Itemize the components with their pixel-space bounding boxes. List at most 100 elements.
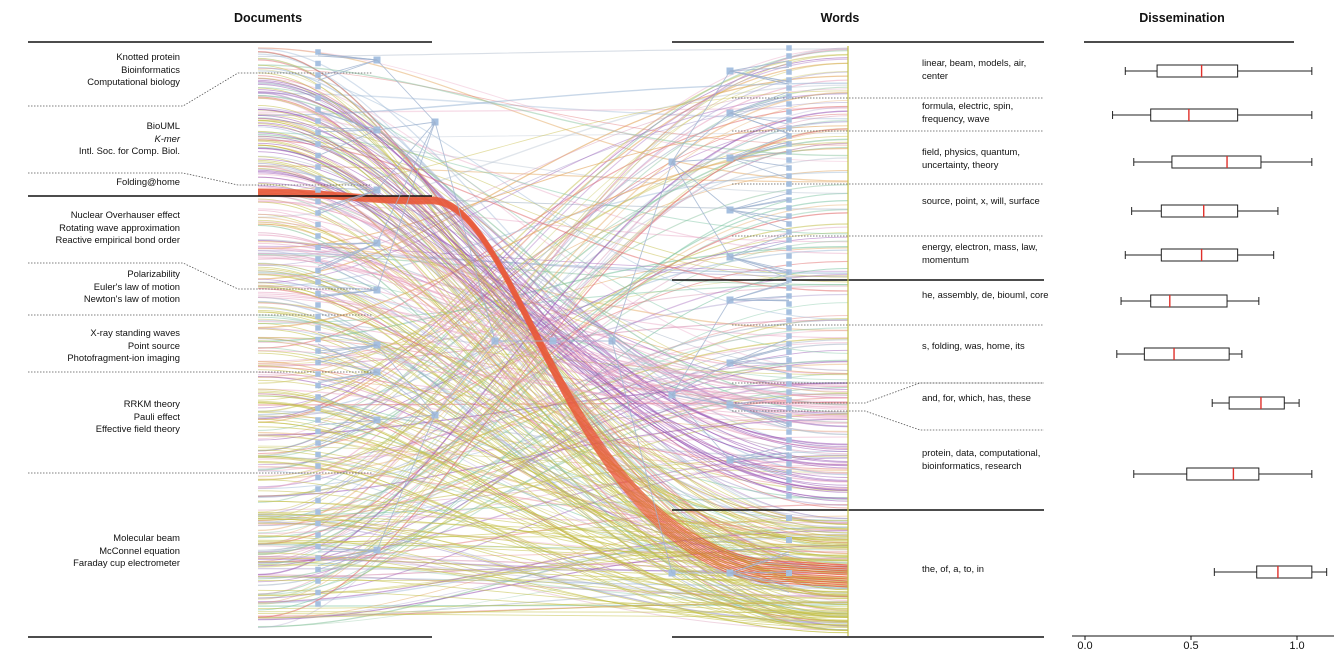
cluster-node bbox=[786, 261, 792, 267]
doc-label: Nuclear Overhauser effect bbox=[70, 209, 180, 220]
cluster-node bbox=[786, 389, 792, 395]
tree-edge bbox=[729, 571, 790, 574]
flow-curve bbox=[257, 360, 849, 466]
tree-edge bbox=[729, 70, 790, 83]
cluster-node bbox=[315, 336, 321, 343]
cluster-node bbox=[786, 365, 792, 371]
flow-curve bbox=[257, 519, 849, 544]
tree-edge bbox=[729, 209, 790, 219]
flow-curve bbox=[257, 552, 849, 622]
tree-edge bbox=[317, 419, 378, 450]
flow-curve bbox=[257, 109, 849, 452]
cluster-node bbox=[786, 165, 792, 171]
tree-edge bbox=[317, 344, 378, 364]
group-divider bbox=[732, 382, 1044, 404]
flow-curve bbox=[257, 547, 849, 597]
tree-edge bbox=[317, 55, 378, 61]
doc-label: Knotted protein bbox=[116, 51, 180, 62]
cluster-node bbox=[315, 72, 321, 78]
iqr-box bbox=[1143, 347, 1230, 361]
doc-label: Pauli effect bbox=[133, 410, 180, 422]
flow-curve bbox=[257, 411, 849, 593]
boxplot bbox=[1116, 347, 1243, 361]
cluster-node bbox=[786, 173, 792, 179]
doc-label: Newton's law of motion bbox=[83, 293, 180, 305]
cluster-node bbox=[786, 45, 792, 51]
flow-curve bbox=[257, 268, 849, 564]
flow-curve bbox=[257, 539, 849, 556]
tree-edge bbox=[317, 59, 378, 77]
tree-edge bbox=[317, 289, 378, 296]
cluster-node bbox=[786, 349, 792, 355]
tree-edge bbox=[729, 572, 790, 585]
tree-edge bbox=[611, 161, 673, 342]
cluster-node bbox=[786, 325, 792, 331]
tree-edge bbox=[671, 70, 731, 163]
cluster-node bbox=[786, 277, 792, 283]
cluster-node bbox=[315, 164, 321, 170]
tree-edge bbox=[671, 394, 731, 461]
flow-curve bbox=[257, 81, 849, 502]
tree-edge bbox=[671, 157, 731, 163]
tree-edge bbox=[729, 232, 790, 258]
doc-group-8: Molecular beam McConnel equation Faraday… bbox=[0, 532, 180, 570]
flow-curve bbox=[257, 263, 849, 542]
cluster-node bbox=[786, 293, 792, 299]
flow-curve bbox=[257, 151, 849, 490]
tree-edge bbox=[317, 59, 378, 81]
iqr-box bbox=[1150, 294, 1228, 308]
dissemination-header: Dissemination bbox=[1139, 11, 1225, 25]
cluster-node bbox=[315, 141, 321, 147]
flow-curve bbox=[257, 273, 849, 488]
flow-curve bbox=[257, 541, 849, 626]
doc-label: Bioinformatics bbox=[121, 63, 180, 75]
word-group-3: field, physics, quantum, uncertainty, th… bbox=[922, 146, 1020, 170]
flow-curve bbox=[257, 263, 849, 339]
iqr-box bbox=[1160, 204, 1239, 218]
flow-curve bbox=[257, 162, 849, 569]
iqr-box bbox=[1186, 467, 1260, 481]
cluster-node bbox=[315, 244, 321, 251]
boxplot bbox=[1131, 204, 1279, 218]
word-group-10: the, of, a, to, in bbox=[922, 563, 985, 574]
flow-curve bbox=[257, 340, 849, 632]
tree-edge bbox=[317, 332, 378, 346]
tree-edge bbox=[317, 111, 378, 131]
boxplot bbox=[1133, 467, 1313, 481]
boxplot bbox=[1124, 64, 1313, 78]
flow-curve bbox=[257, 249, 849, 416]
cluster-node bbox=[786, 437, 792, 443]
tree-edge bbox=[729, 192, 790, 211]
flow-curve bbox=[257, 201, 849, 583]
cluster-node bbox=[786, 93, 792, 99]
doc-group-7: RRKM theory Pauli effect Effective field… bbox=[0, 398, 180, 436]
tree-edge bbox=[729, 98, 790, 114]
flow-curve bbox=[257, 132, 849, 139]
tree-edge bbox=[611, 340, 673, 396]
cluster-node bbox=[315, 451, 321, 458]
flow-curve bbox=[257, 53, 849, 413]
cluster-node bbox=[315, 359, 321, 366]
cluster-node bbox=[786, 181, 792, 187]
tree-edge bbox=[729, 404, 790, 407]
tree-edge bbox=[729, 553, 790, 574]
tree-edge bbox=[317, 419, 378, 426]
cluster-node bbox=[786, 237, 792, 243]
flow-curve bbox=[257, 447, 849, 573]
doc-label: Rotating wave approximation bbox=[59, 221, 180, 233]
flow-curve bbox=[257, 139, 849, 292]
doc-label: Molecular beam bbox=[113, 532, 180, 543]
cluster-node bbox=[786, 373, 792, 379]
flow-curve bbox=[257, 517, 849, 626]
cluster-node bbox=[315, 405, 321, 412]
boxplot bbox=[1120, 294, 1260, 308]
cluster-node bbox=[315, 95, 321, 101]
iqr-box bbox=[1160, 248, 1239, 262]
tree-edge bbox=[317, 129, 378, 133]
tree-edge bbox=[376, 121, 436, 131]
cluster-node bbox=[315, 440, 321, 446]
doc-label: Polarizability bbox=[127, 268, 180, 279]
tree-edge bbox=[317, 189, 378, 211]
tree-edge bbox=[729, 444, 790, 461]
cluster-node bbox=[315, 578, 321, 584]
